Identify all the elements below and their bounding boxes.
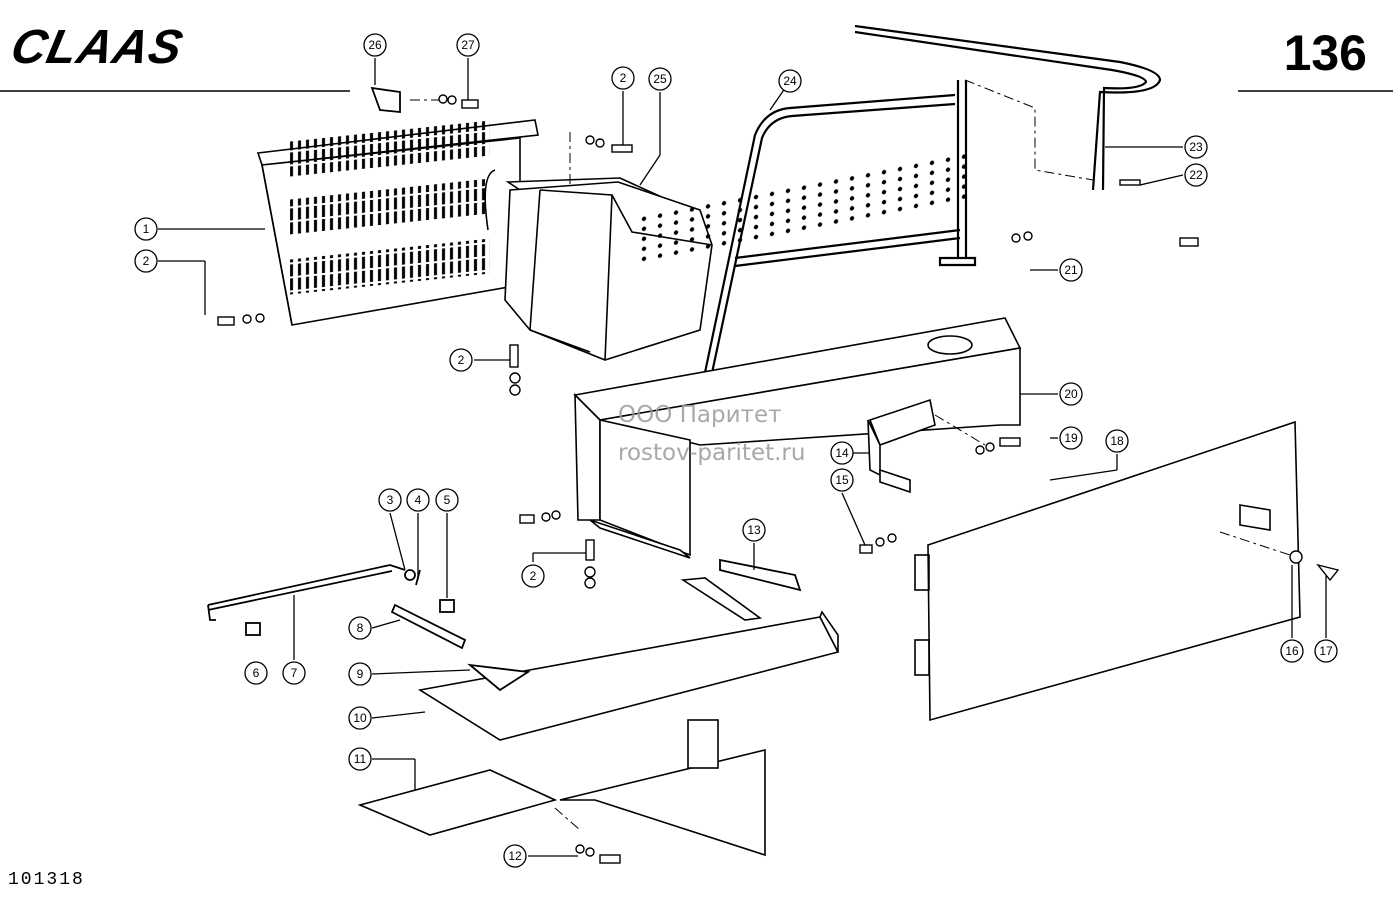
- part-long-bar: [854, 24, 1162, 191]
- callout-25: 25: [653, 72, 667, 86]
- callout-17: 17: [1319, 644, 1333, 658]
- callout-2d: 2: [620, 71, 627, 85]
- callout-8: 8: [357, 621, 364, 635]
- callout-13: 13: [747, 523, 761, 537]
- callout-19: 19: [1064, 431, 1078, 445]
- callout-5: 5: [444, 493, 451, 507]
- watermark-company: ООО Паритет: [618, 402, 782, 428]
- callout-12: 12: [508, 849, 522, 863]
- callout-21: 21: [1064, 263, 1078, 277]
- callout-2b: 2: [458, 353, 465, 367]
- callout-4: 4: [415, 493, 422, 507]
- callout-10: 10: [353, 711, 367, 725]
- callout-9: 9: [357, 667, 364, 681]
- callout-23: 23: [1189, 140, 1203, 154]
- drawing-number: 101318: [8, 870, 85, 890]
- callout-24: 24: [783, 74, 797, 88]
- callout-16: 16: [1285, 644, 1299, 658]
- page-number: 136: [1283, 25, 1367, 81]
- assembly-guide-lines: [410, 79, 1291, 831]
- callout-2c: 2: [530, 569, 537, 583]
- callout-2a: 2: [143, 254, 150, 268]
- watermark-url: rostov-paritet.ru: [618, 440, 806, 466]
- callout-11: 11: [354, 752, 367, 766]
- callout-labels: 1 2 2 2 2 3 4 5 6 7 8 9 10 11 12 13 14 1…: [143, 38, 1333, 863]
- callout-15: 15: [835, 473, 849, 487]
- fasteners: [217, 94, 1340, 864]
- callout-6: 6: [253, 666, 260, 680]
- callout-3: 3: [387, 493, 394, 507]
- part-tube-frame: [693, 80, 977, 421]
- callout-14: 14: [835, 446, 849, 460]
- callout-26: 26: [368, 38, 382, 52]
- part-side-panel: [914, 420, 1301, 722]
- callout-18: 18: [1110, 434, 1124, 448]
- callout-7: 7: [291, 666, 298, 680]
- part-tray: [417, 577, 840, 741]
- part-bracket: [867, 398, 936, 494]
- callout-1: 1: [143, 222, 150, 236]
- part-plates: [357, 719, 766, 857]
- part-box-cover: [484, 169, 713, 361]
- callout-22: 22: [1189, 168, 1203, 182]
- part-small-hardware: [207, 86, 802, 692]
- part-louvred-panel: [256, 119, 539, 326]
- callout-27: 27: [461, 38, 475, 52]
- callouts: [134, 33, 1338, 868]
- callout-20: 20: [1064, 387, 1078, 401]
